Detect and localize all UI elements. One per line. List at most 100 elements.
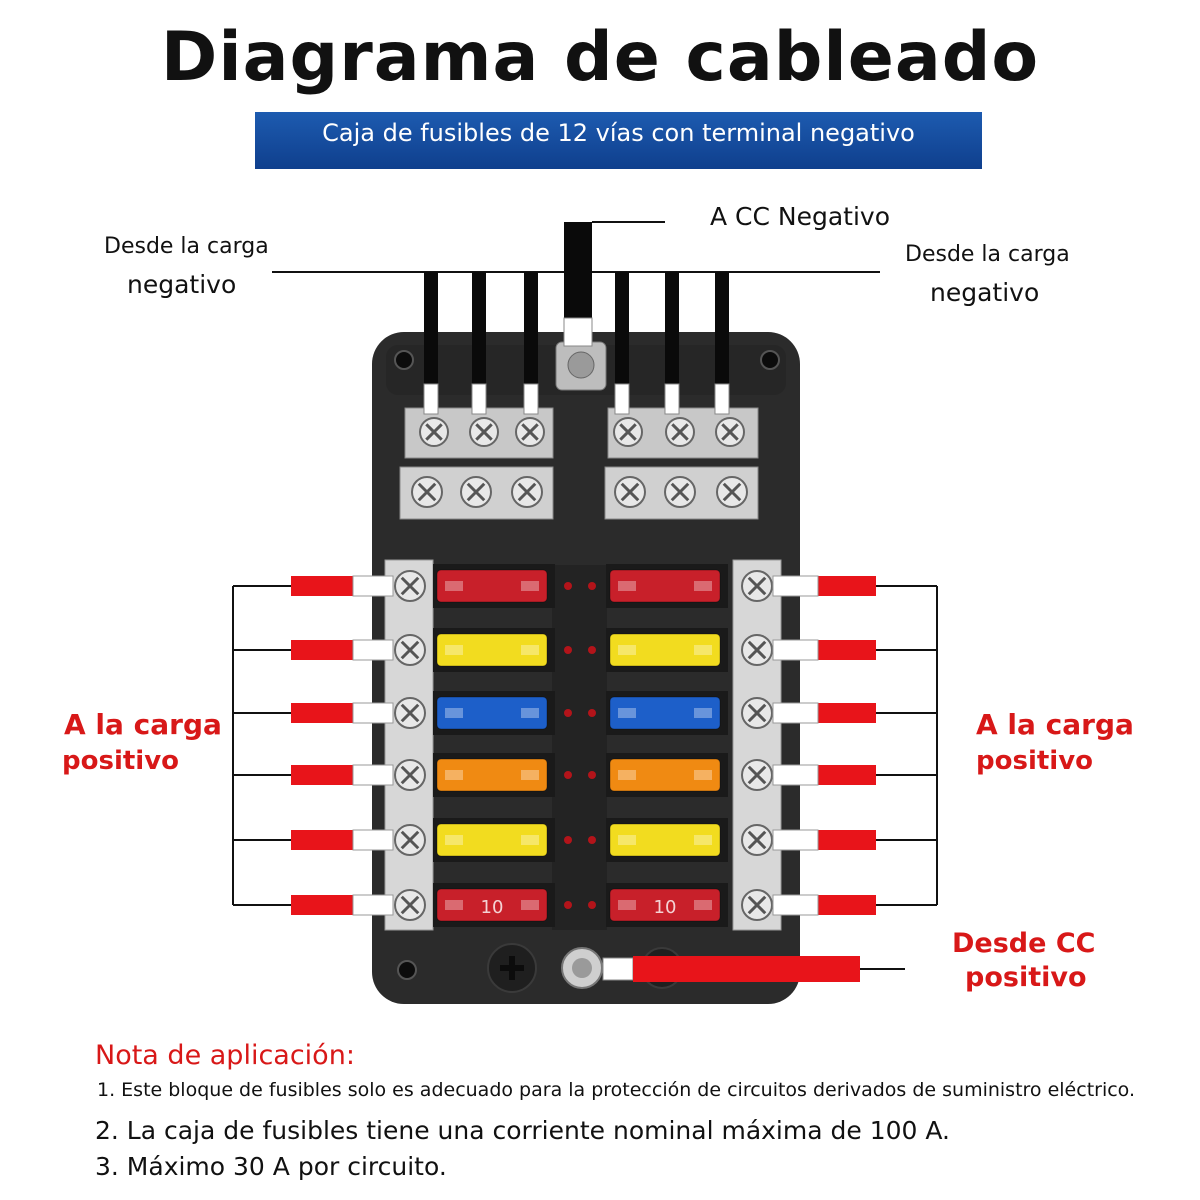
neg-screw-upper-left-3 bbox=[515, 417, 545, 447]
label-from-dc-1: Desde CC bbox=[952, 928, 1096, 959]
fuse-left-6: 10 bbox=[433, 883, 555, 927]
fuse-left-6-rating: 10 bbox=[481, 897, 504, 918]
terminal-screw-right-1 bbox=[741, 570, 773, 602]
led-left-1 bbox=[564, 582, 572, 590]
wire-right-3-lug bbox=[772, 702, 819, 724]
subtitle-banner: Caja de fusibles de 12 vías con terminal… bbox=[255, 112, 982, 169]
led-right-1 bbox=[588, 582, 596, 590]
neg-screw-upper-left-2 bbox=[469, 417, 499, 447]
positive-stud-nut bbox=[572, 958, 592, 978]
label-from-load-left-2: negativo bbox=[127, 270, 237, 299]
neg-wire-6-lug bbox=[714, 383, 730, 415]
wire-right-1-lug bbox=[772, 575, 819, 597]
led-left-6 bbox=[564, 901, 572, 909]
plus-icon bbox=[500, 956, 524, 980]
fuse-right-1 bbox=[606, 564, 728, 608]
wire-right-4-lug bbox=[772, 764, 819, 786]
wire-right-2-insulation bbox=[818, 640, 876, 660]
wire-left-1-lug bbox=[352, 575, 394, 597]
label-to-load-right-1: A la carga bbox=[976, 708, 1134, 741]
neg-wire-6 bbox=[715, 272, 729, 384]
led-left-5 bbox=[564, 836, 572, 844]
wire-right-2-lug bbox=[772, 639, 819, 661]
neg-screw-upper-right-1 bbox=[613, 417, 643, 447]
terminal-screw-left-4 bbox=[394, 759, 426, 791]
mount-hole-top-right bbox=[760, 350, 780, 370]
left-terminal-strip bbox=[384, 559, 434, 931]
label-to-load-left-2: positivo bbox=[62, 746, 180, 776]
wire-left-2-lug bbox=[352, 639, 394, 661]
label-from-load-right-2: negativo bbox=[930, 278, 1040, 307]
neg-wire-3-lug bbox=[523, 383, 539, 415]
mount-hole-top-left bbox=[394, 350, 414, 370]
led-right-2 bbox=[588, 646, 596, 654]
terminal-screw-right-4 bbox=[741, 759, 773, 791]
dc-negative-wire bbox=[564, 222, 592, 318]
label-from-load-right-1: Desde la carga bbox=[905, 242, 1070, 267]
fuse-left-2 bbox=[433, 628, 555, 672]
neg-wire-4 bbox=[615, 272, 629, 384]
fuse-left-5 bbox=[433, 818, 555, 862]
terminal-screw-right-5 bbox=[741, 824, 773, 856]
wire-right-1-insulation bbox=[818, 576, 876, 596]
note-item-3: 3. Máximo 30 A por circuito. bbox=[95, 1152, 447, 1181]
wire-right-6-lug bbox=[772, 894, 819, 916]
label-to-load-left-1: A la carga bbox=[64, 708, 222, 741]
neg-wire-4-lug bbox=[614, 383, 630, 415]
neg-screw-lower-left-1 bbox=[411, 476, 443, 508]
dc-positive-wire bbox=[633, 956, 860, 982]
wire-left-3-insulation bbox=[291, 703, 353, 723]
fuse-right-3 bbox=[606, 691, 728, 735]
neg-wire-1 bbox=[424, 272, 438, 384]
wire-left-4-lug bbox=[352, 764, 394, 786]
neg-screw-lower-left-2 bbox=[460, 476, 492, 508]
terminal-screw-left-3 bbox=[394, 697, 426, 729]
wire-right-6-insulation bbox=[818, 895, 876, 915]
fuse-right-6-rating: 10 bbox=[654, 897, 677, 918]
fuse-left-3 bbox=[433, 691, 555, 735]
terminal-screw-right-3 bbox=[741, 697, 773, 729]
mount-hole-bottom-left bbox=[397, 960, 417, 980]
note-item-1: 1. Este bloque de fusibles solo es adecu… bbox=[97, 1079, 1136, 1101]
led-left-3 bbox=[564, 709, 572, 717]
led-strip bbox=[552, 565, 607, 930]
neg-screw-upper-right-3 bbox=[715, 417, 745, 447]
label-to-dc-negative: A CC Negativo bbox=[710, 202, 891, 231]
wire-left-6-insulation bbox=[291, 895, 353, 915]
led-left-4 bbox=[564, 771, 572, 779]
terminal-screw-left-1 bbox=[394, 570, 426, 602]
neg-wire-5-lug bbox=[664, 383, 680, 415]
fuse-right-4 bbox=[606, 753, 728, 797]
neg-screw-upper-right-2 bbox=[665, 417, 695, 447]
terminal-screw-left-2 bbox=[394, 634, 426, 666]
wire-left-5-lug bbox=[352, 829, 394, 851]
neg-screw-upper-left-1 bbox=[419, 417, 449, 447]
led-right-6 bbox=[588, 901, 596, 909]
subtitle-text: Caja de fusibles de 12 vías con terminal… bbox=[322, 119, 915, 147]
label-from-load-left-1: Desde la carga bbox=[104, 234, 269, 259]
wire-left-5-insulation bbox=[291, 830, 353, 850]
label-to-load-right-2: positivo bbox=[976, 746, 1094, 776]
wire-right-4-insulation bbox=[818, 765, 876, 785]
terminal-screw-left-6 bbox=[394, 889, 426, 921]
neg-wire-5 bbox=[665, 272, 679, 384]
led-left-2 bbox=[564, 646, 572, 654]
fuse-right-2 bbox=[606, 628, 728, 672]
negative-stud-nut bbox=[567, 351, 595, 379]
neg-wire-1-lug bbox=[423, 383, 439, 415]
wire-left-4-insulation bbox=[291, 765, 353, 785]
fuse-left-1 bbox=[433, 564, 555, 608]
terminal-screw-right-2 bbox=[741, 634, 773, 666]
neg-wire-2-lug bbox=[471, 383, 487, 415]
neg-wire-3 bbox=[524, 272, 538, 384]
neg-screw-lower-right-2 bbox=[664, 476, 696, 508]
right-terminal-strip bbox=[732, 559, 782, 931]
neg-screw-lower-right-3 bbox=[716, 476, 748, 508]
terminal-screw-left-5 bbox=[394, 824, 426, 856]
dc-negative-wire-lug bbox=[563, 317, 593, 347]
led-right-5 bbox=[588, 836, 596, 844]
wire-right-5-lug bbox=[772, 829, 819, 851]
led-right-4 bbox=[588, 771, 596, 779]
wire-left-6-lug bbox=[352, 894, 394, 916]
